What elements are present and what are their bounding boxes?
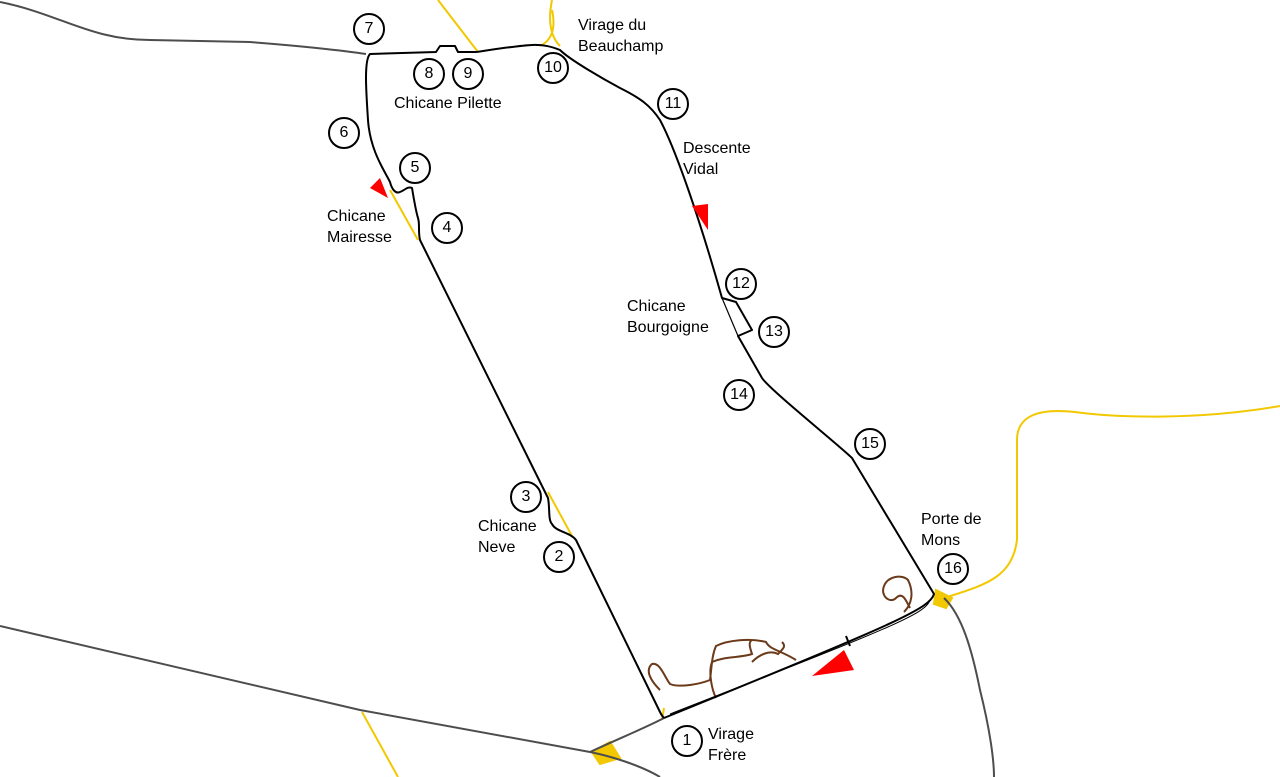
paddock-paths [647, 575, 913, 699]
direction-arrows [370, 178, 854, 676]
label-virage-beauchamp: Virage du Beauchamp [578, 15, 663, 57]
turn-marker-3: 3 [510, 481, 542, 513]
direction-arrow-mairesse [370, 178, 388, 198]
turn-marker-15: 15 [854, 428, 886, 460]
secondary-road-north-2 [549, 0, 561, 47]
label-chicane-neve-line1: Chicane [478, 518, 537, 535]
pit-lane [669, 599, 931, 715]
label-virage-frere: Virage Frère [708, 724, 754, 766]
paddock-path-3 [751, 641, 786, 663]
secondary-roads [361, 0, 1280, 777]
circuit-track [365, 43, 935, 719]
secondary-road-north-1 [437, 0, 479, 53]
turn-marker-5: 5 [399, 152, 431, 184]
label-porte-de-mons: Porte de Mons [921, 509, 981, 551]
direction-arrow-start [812, 650, 854, 676]
direction-arrow-vidal [692, 204, 708, 230]
turn-marker-9: 9 [452, 58, 484, 90]
label-chicane-mairesse: Chicane Mairesse [327, 206, 392, 248]
public-road-north [0, 1, 367, 55]
label-descente-vidal-line1: Descente [683, 140, 751, 157]
public-roads [0, 1, 995, 777]
label-virage-beauchamp-line2: Beauchamp [578, 38, 664, 55]
label-chicane-bourgoigne-line1: Chicane [627, 298, 686, 315]
public-road-south [0, 625, 661, 777]
turn-marker-12: 12 [725, 268, 757, 300]
start-finish-mark [845, 635, 851, 647]
track-outline [365, 43, 935, 719]
label-chicane-neve-line2: Neve [478, 539, 516, 556]
label-chicane-mairesse-line1: Chicane [327, 208, 386, 225]
turn-marker-2: 2 [543, 541, 575, 573]
label-virage-frere-line1: Virage [708, 726, 754, 743]
turn-marker-6: 6 [328, 117, 360, 149]
paddock-path-2 [709, 639, 754, 699]
label-descente-vidal: Descente Vidal [683, 138, 751, 180]
secondary-road-chicane-mairesse [389, 189, 419, 241]
label-chicane-bourgoigne-line2: Bourgoigne [627, 319, 709, 336]
label-virage-frere-line2: Frère [708, 747, 747, 764]
turn-marker-7: 7 [353, 13, 385, 45]
public-road-east [943, 597, 995, 777]
public-road-frere-link [589, 717, 665, 753]
turn-marker-1: 1 [671, 725, 703, 757]
label-chicane-neve: Chicane Neve [478, 516, 537, 558]
chicane-bourgoigne-bypass [721, 297, 739, 337]
label-chicane-pilette-line1: Chicane Pilette [394, 95, 502, 112]
secondary-road-north-3 [539, 9, 555, 47]
label-porte-de-mons-line1: Porte de [921, 511, 982, 528]
secondary-road-southwest [361, 711, 399, 777]
label-porte-de-mons-line2: Mons [921, 532, 961, 549]
label-chicane-bourgoigne: Chicane Bourgoigne [627, 296, 709, 338]
label-virage-beauchamp-line1: Virage du [578, 17, 647, 34]
turn-marker-13: 13 [758, 316, 790, 348]
label-descente-vidal-line2: Vidal [683, 161, 719, 178]
turn-marker-16: 16 [937, 553, 969, 585]
turn-marker-14: 14 [723, 379, 755, 411]
turn-marker-8: 8 [413, 58, 445, 90]
label-chicane-pilette: Chicane Pilette [394, 93, 502, 114]
secondary-road-chicane-neve [547, 491, 573, 537]
turn-marker-11: 11 [657, 88, 689, 120]
turn-marker-10: 10 [537, 52, 569, 84]
paddock-path-4 [882, 575, 913, 613]
paddock-path-1 [647, 638, 797, 691]
turn-marker-4: 4 [431, 212, 463, 244]
secondary-road-east [943, 405, 1280, 599]
label-chicane-mairesse-line2: Mairesse [327, 229, 392, 246]
junction-porte-de-mons [932, 588, 954, 610]
